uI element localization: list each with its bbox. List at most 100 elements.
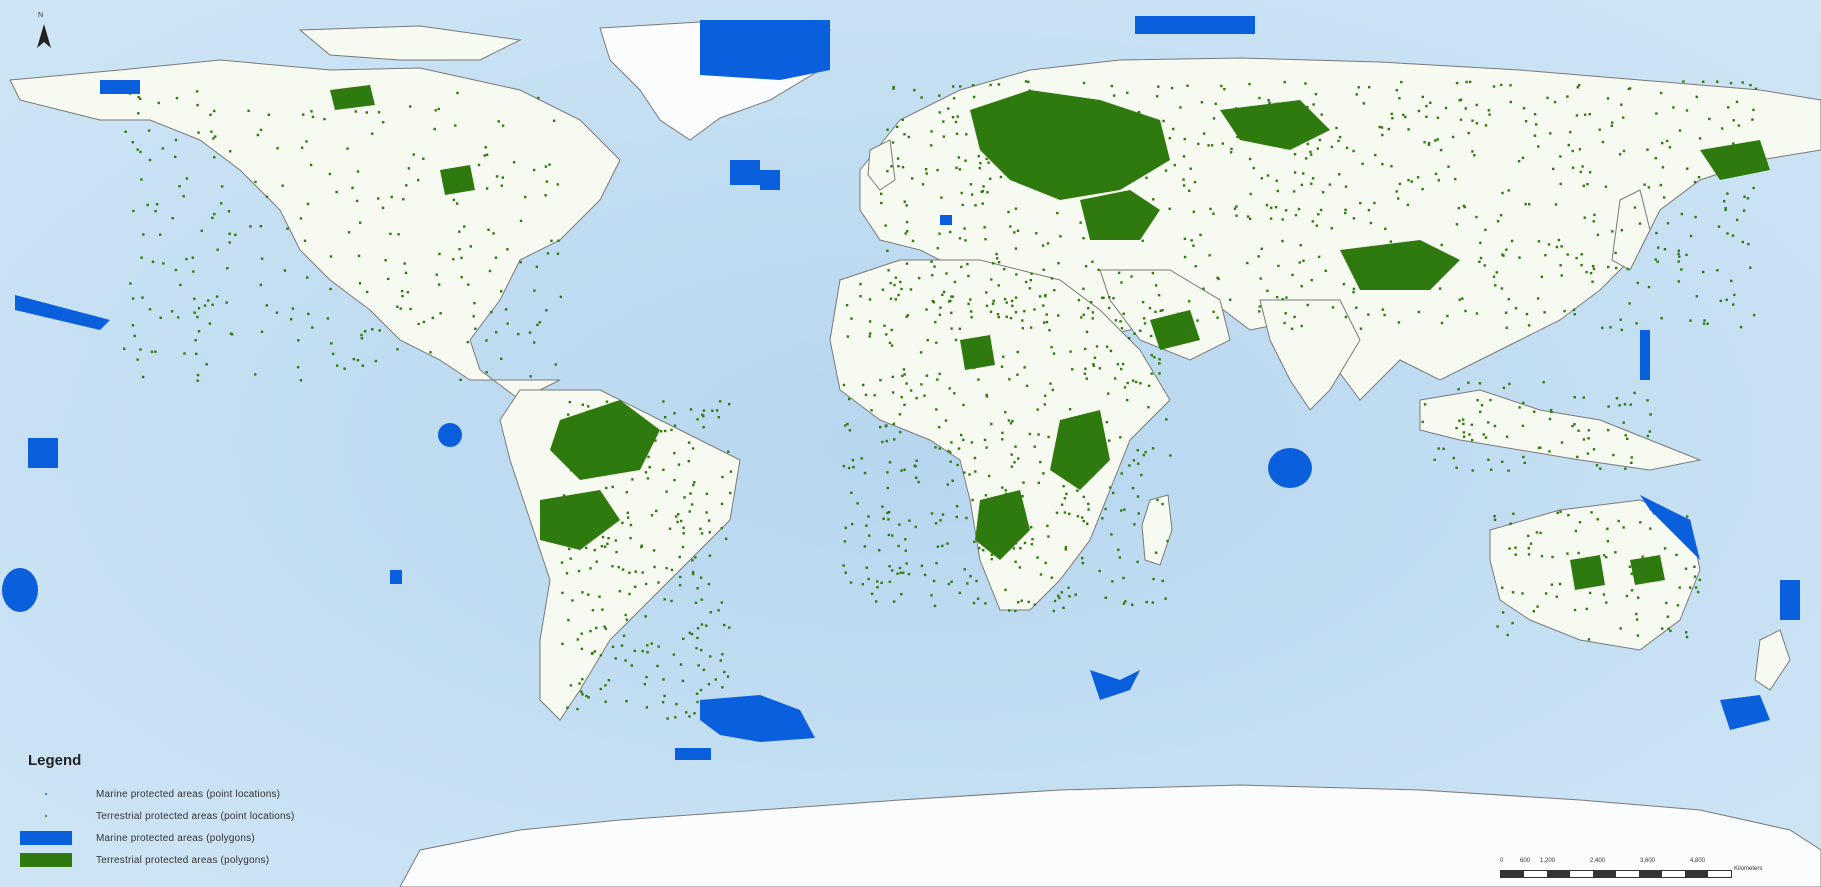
terrestrial-point [356,359,360,362]
terrestrial-point [1310,116,1314,119]
terrestrial-point [1134,380,1138,384]
terrestrial-point [532,168,536,172]
terrestrial-point [581,403,584,406]
terrestrial-point [512,161,516,164]
terrestrial-point [890,165,893,168]
terrestrial-point [974,470,977,473]
legend-symbol-terrestrial-points [20,809,72,823]
terrestrial-point [1680,268,1683,271]
terrestrial-point [1605,556,1608,559]
terrestrial-point [161,147,164,150]
terrestrial-point [363,330,367,333]
terrestrial-point [228,241,231,244]
terrestrial-point [983,124,986,128]
terrestrial-point [389,232,392,236]
terrestrial-point [674,716,677,719]
terrestrial-point [1269,217,1273,220]
terrestrial-point [990,553,993,556]
terrestrial-point [913,88,916,92]
terrestrial-point [517,332,520,336]
terrestrial-point [624,659,627,662]
terrestrial-point [1586,452,1590,455]
terrestrial-point [1317,255,1321,259]
terrestrial-point [1136,495,1140,498]
terrestrial-point [629,421,633,424]
terrestrial-point [1020,599,1023,602]
terrestrial-point [1433,248,1436,251]
terrestrial-point [1598,128,1601,131]
terrestrial-point [942,290,946,294]
terrestrial-point [1193,180,1197,184]
terrestrial-point [215,295,219,298]
terrestrial-point [299,217,303,220]
terrestrial-point [994,161,997,164]
terrestrial-point [1507,298,1510,301]
terrestrial-point [960,433,963,437]
terrestrial-point [1619,627,1622,630]
terrestrial-point [1284,209,1288,212]
terrestrial-point [900,287,903,291]
terrestrial-point [1492,275,1496,278]
terrestrial-point [1152,577,1155,581]
terrestrial-point [849,581,853,584]
terrestrial-point [1648,430,1651,433]
terrestrial-point [657,645,660,648]
terrestrial-point [1293,171,1297,174]
terrestrial-point [915,459,918,462]
terrestrial-point [724,537,728,540]
terrestrial-point [950,295,953,298]
terrestrial-point [846,335,849,338]
terrestrial-point [1514,553,1517,556]
terrestrial-point [1067,586,1070,589]
terrestrial-point [310,110,313,113]
terrestrial-point [571,599,574,602]
terrestrial-point [885,439,888,443]
terrestrial-point [1427,143,1431,146]
terrestrial-point [519,219,523,223]
terrestrial-point [1294,139,1297,142]
terrestrial-point [1098,367,1101,370]
terrestrial-point [974,204,977,207]
terrestrial-point [454,124,457,127]
terrestrial-point [1082,495,1085,499]
terrestrial-point [506,322,509,325]
terrestrial-point [673,424,677,427]
terrestrial-point [1284,312,1287,315]
terrestrial-point [459,378,462,381]
terrestrial-point [1586,183,1589,186]
terrestrial-point [477,163,481,167]
terrestrial-point [1030,543,1034,546]
terrestrial-point [920,96,923,99]
terrestrial-point [170,310,174,313]
terrestrial-point [905,562,908,565]
terrestrial-point [709,655,712,658]
terrestrial-point [954,120,958,124]
terrestrial-point [1593,213,1596,217]
terrestrial-point [964,239,967,242]
terrestrial-point [1011,124,1014,127]
terrestrial-point [634,570,637,573]
terrestrial-point [1142,453,1145,457]
terrestrial-point [1754,87,1758,90]
terrestrial-point [148,308,152,311]
terrestrial-point [1560,245,1563,248]
terrestrial-point [1293,153,1297,156]
terrestrial-point [985,393,988,397]
terrestrial-point [1464,309,1467,313]
terrestrial-point [689,492,692,495]
terrestrial-point [631,478,634,481]
terrestrial-point [989,83,992,87]
terrestrial-point [365,290,369,294]
terrestrial-point [925,172,928,175]
terrestrial-point [1085,330,1089,333]
terrestrial-point [422,157,425,160]
terrestrial-point [137,95,140,99]
terrestrial-point [1013,461,1016,464]
terrestrial-point [890,344,894,347]
terrestrial-point [1508,382,1511,386]
terrestrial-point [1459,118,1463,121]
terrestrial-point [897,544,900,548]
terrestrial-point [494,256,498,259]
terrestrial-point [1661,141,1664,145]
